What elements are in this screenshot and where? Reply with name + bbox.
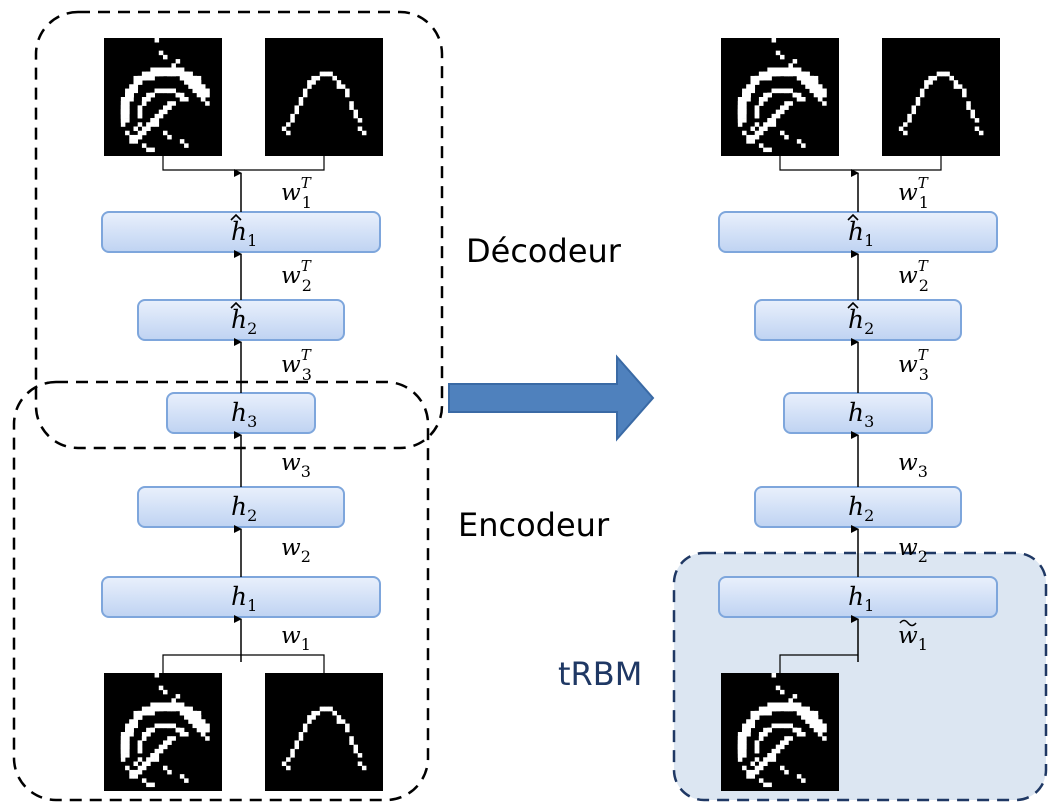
svg-text:wT3: wT3 — [281, 346, 312, 384]
right-output-image-2 — [882, 38, 1000, 156]
right-layer-3: h3 — [783, 392, 933, 434]
layer-label: h2 — [848, 492, 874, 525]
right-weight-5: w2 — [898, 535, 928, 566]
layer-label: h1 — [848, 582, 874, 615]
svg-text:w1: w1 — [898, 623, 928, 654]
svg-text:wT2: wT2 — [898, 257, 929, 295]
left-layer-5: h1 — [101, 576, 381, 618]
encoder-group-outline — [12, 380, 430, 802]
layer-label: h3 — [231, 398, 257, 431]
layer-label: h1 — [231, 217, 257, 250]
svg-text:w2: w2 — [281, 535, 311, 566]
layer-label: h2 — [231, 492, 257, 525]
left-layer-4: h2 — [137, 486, 345, 528]
encoder-label: Encodeur — [458, 506, 610, 544]
hat-accent — [230, 213, 242, 221]
svg-text:wT3: wT3 — [898, 346, 929, 384]
layer-label: h1 — [231, 582, 257, 615]
left-input-connector — [162, 654, 325, 673]
left-layer-1: h1 — [101, 211, 381, 253]
right-output-connector — [779, 149, 942, 171]
layer-label: h3 — [848, 398, 874, 431]
svg-text:w3: w3 — [898, 450, 928, 481]
hat-accent — [847, 301, 859, 309]
svg-text:wT1: wT1 — [898, 174, 929, 212]
svg-text:w1: w1 — [281, 623, 311, 654]
right-output-image-1 — [721, 38, 839, 156]
left-input-image-1 — [104, 673, 222, 791]
layer-label: h2 — [231, 305, 257, 338]
left-output-image-2 — [265, 38, 383, 156]
layer-label: h2 — [848, 305, 874, 338]
left-weight-5: w2 — [281, 535, 311, 566]
hat-accent — [230, 301, 242, 309]
left-weight-4: w3 — [281, 450, 311, 481]
right-weight-4: w3 — [898, 450, 928, 481]
transition-arrow — [448, 354, 655, 442]
svg-text:w3: w3 — [281, 450, 311, 481]
svg-text:w2: w2 — [898, 535, 928, 566]
right-layer-1: h1 — [718, 211, 998, 253]
tilde-accent — [899, 619, 917, 627]
left-output-connector — [162, 149, 325, 171]
trbm-label: tRBM — [558, 655, 643, 693]
hat-accent — [847, 213, 859, 221]
left-layer-3: h3 — [166, 392, 316, 434]
right-input-image-1 — [721, 673, 839, 791]
svg-text:wT1: wT1 — [281, 174, 312, 212]
svg-text:wT2: wT2 — [281, 257, 312, 295]
decoder-group-outline — [34, 10, 444, 450]
right-layer-4: h2 — [754, 486, 962, 528]
left-input-image-2 — [265, 673, 383, 791]
left-output-image-1 — [104, 38, 222, 156]
left-weight-6: w1 — [281, 623, 311, 654]
right-layer-2: h2 — [754, 299, 962, 341]
layer-label: h1 — [848, 217, 874, 250]
decoder-label: Décodeur — [466, 232, 621, 270]
right-weight-6: w1 — [898, 619, 928, 654]
right-input-connector — [779, 654, 858, 673]
right-layer-5: h1 — [718, 576, 998, 618]
left-layer-2: h2 — [137, 299, 345, 341]
